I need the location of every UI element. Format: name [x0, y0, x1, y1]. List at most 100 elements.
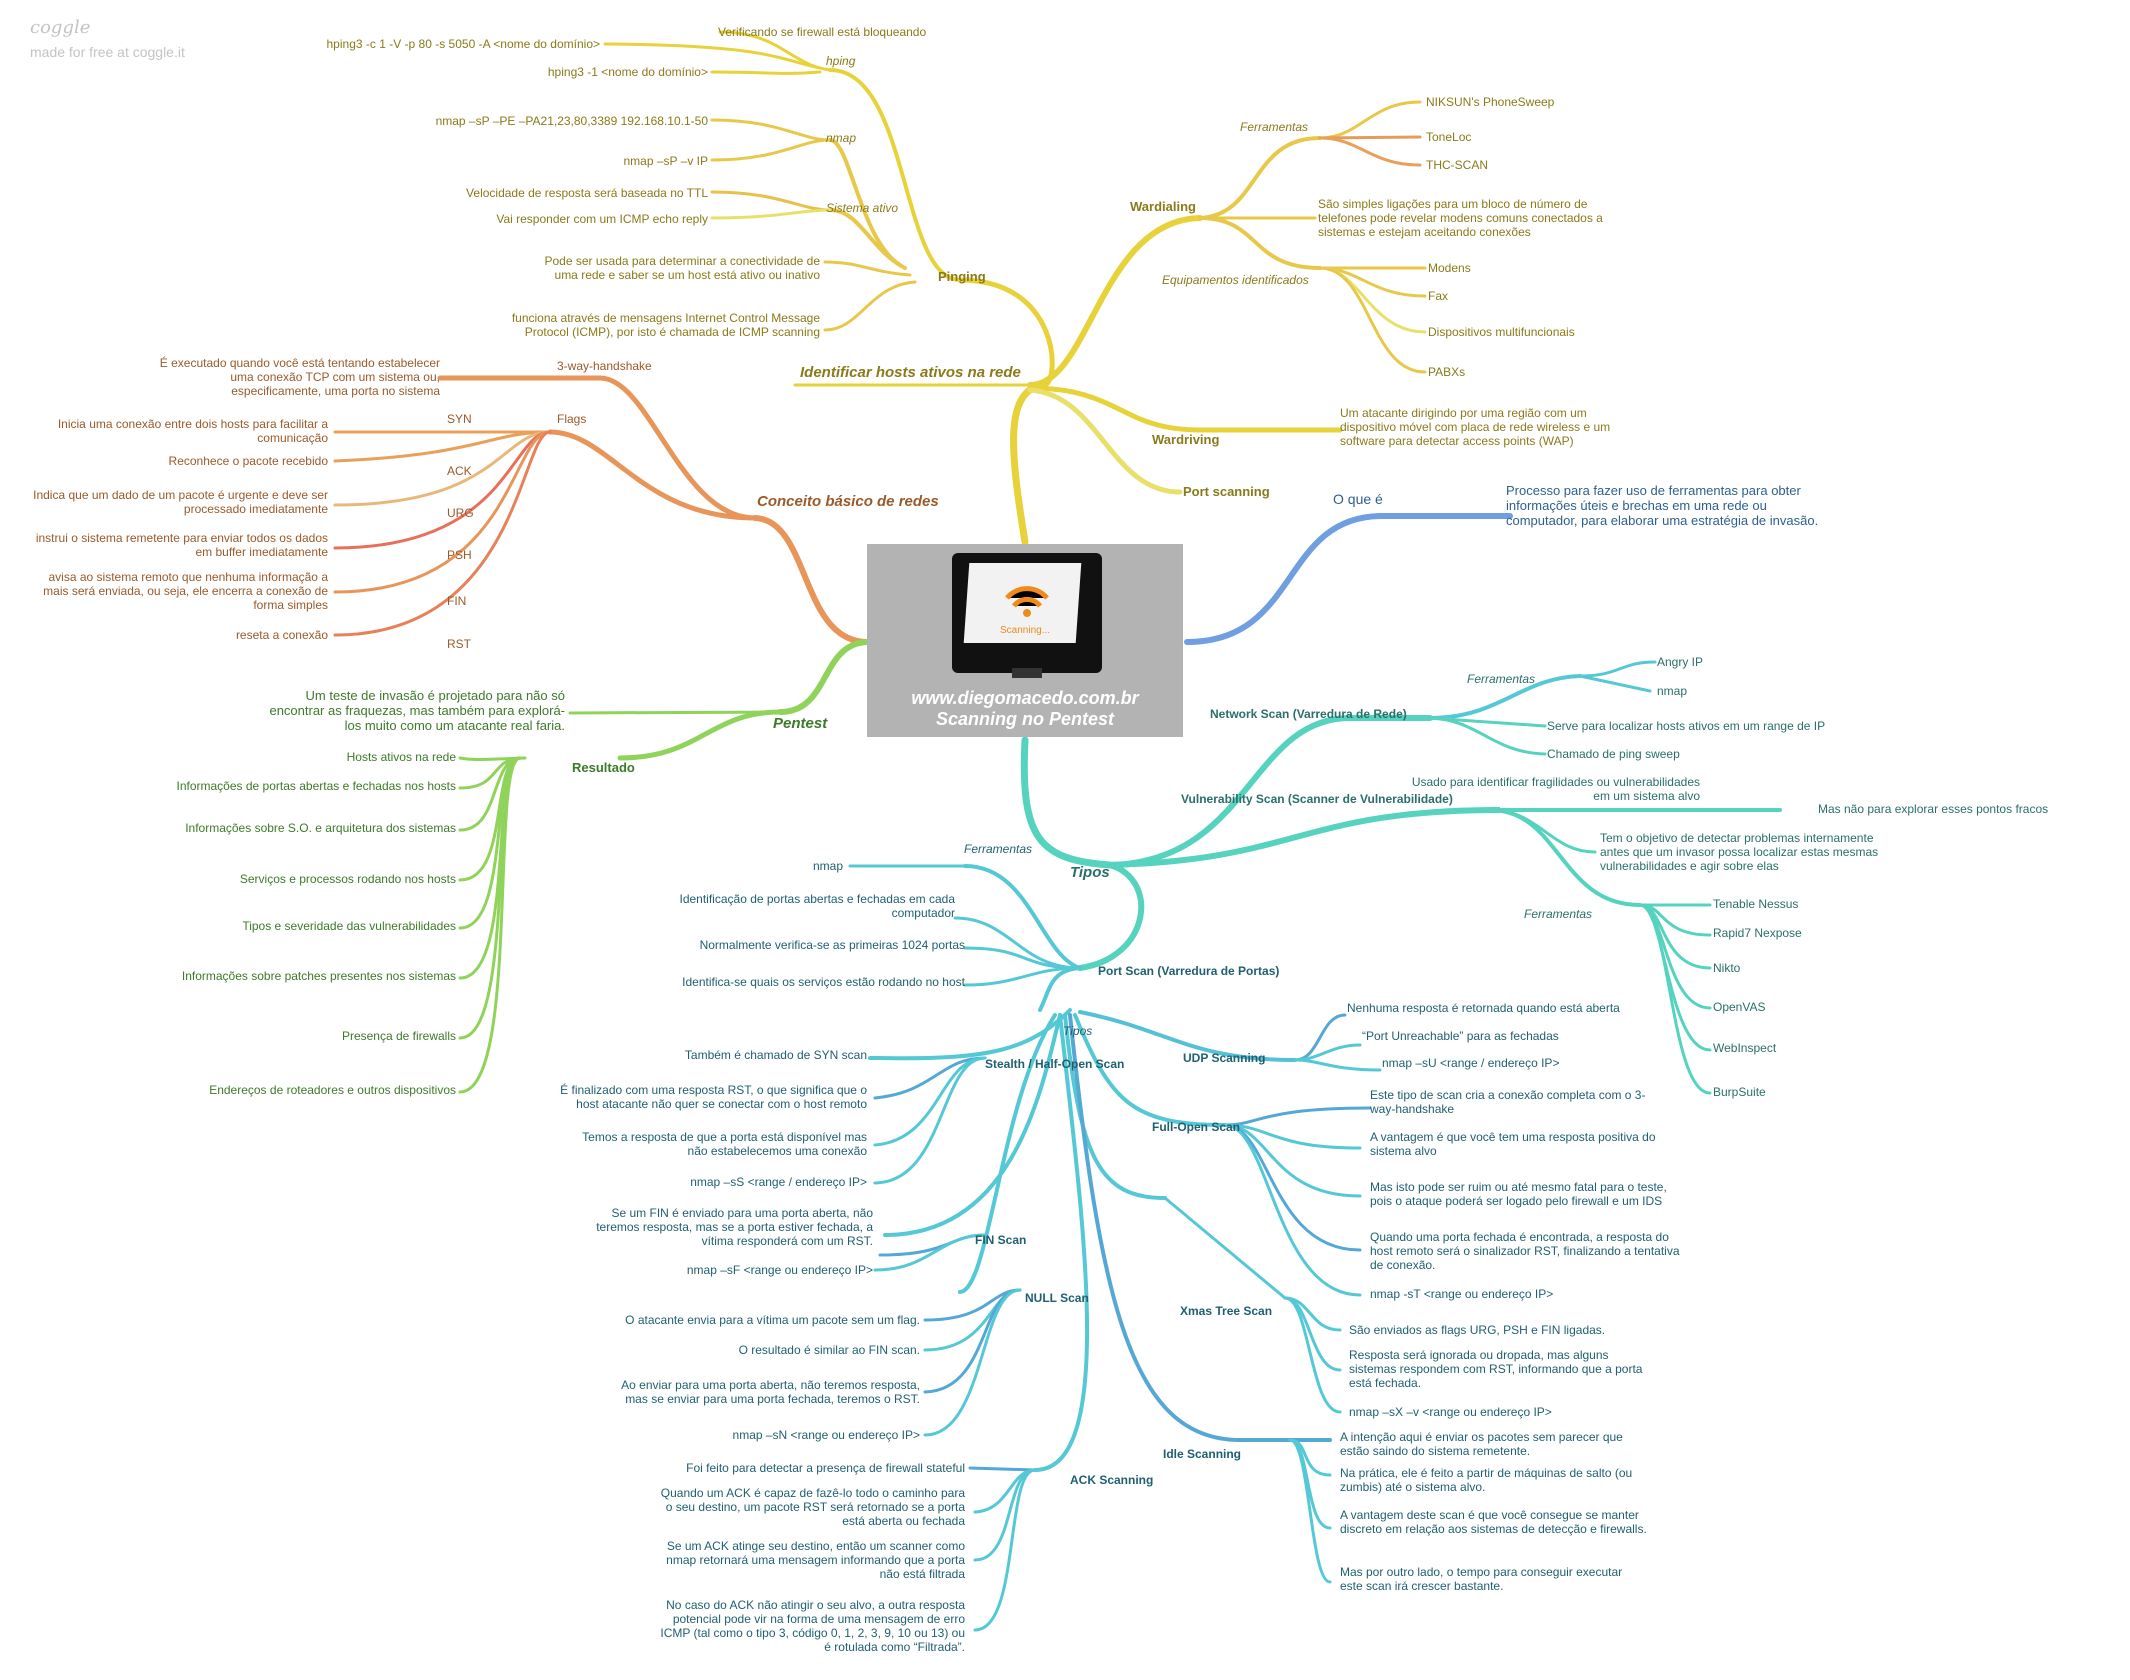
node-nmap-ping[interactable]: nmap: [826, 131, 857, 145]
branch-conceito[interactable]: Conceito básico de redes: [757, 493, 939, 510]
flag-desc: Indica que um dado de um pacote é urgent…: [33, 488, 328, 516]
node-sistema-ativo[interactable]: Sistema ativo: [826, 201, 899, 215]
port-item: Normalmente verifica-se as primeiras 102…: [699, 938, 965, 952]
nmap-ping-item: nmap –sP –v IP: [623, 154, 709, 168]
equipamento-item: Fax: [1428, 289, 1449, 303]
xmas-item: Resposta será ignorada ou dropada, mas a…: [1349, 1348, 1643, 1390]
node-port-scan[interactable]: Port Scan (Varredura de Portas): [1098, 964, 1280, 978]
vuln-tool: WebInspect: [1713, 1041, 1777, 1055]
resultado-item: Informações sobre patches presentes nos …: [181, 969, 456, 983]
brand-tagline: made for free at coggle.it: [30, 44, 185, 60]
node-ferramentas-vuln[interactable]: Ferramentas: [1524, 907, 1593, 921]
branch-identificar[interactable]: Identificar hosts ativos na rede: [800, 364, 1021, 381]
stealth-item: É finalizado com uma resposta RST, o que…: [560, 1083, 867, 1111]
node-equipamentos[interactable]: Equipamentos identificados: [1162, 273, 1309, 287]
xmas-item: nmap –sX –v <range ou endereço IP>: [1349, 1405, 1552, 1419]
fin-item: Se um FIN é enviado para uma porta abert…: [596, 1206, 873, 1248]
udp-item: nmap –sU <range / endereço IP>: [1382, 1056, 1560, 1070]
udp-item: “Port Unreachable” para as fechadas: [1362, 1029, 1559, 1043]
wardialing-tool: ToneLoc: [1426, 130, 1472, 144]
udp-item: Nenhuma resposta é retornada quando está…: [1347, 1001, 1620, 1015]
monitor-screen-text: Scanning...: [1000, 625, 1050, 636]
vuln-objetivo: Tem o objetivo de detectar problemas int…: [1600, 831, 1879, 873]
null-item: O atacante envia para a vítima um pacote…: [625, 1313, 920, 1327]
node-idle-scanning[interactable]: Idle Scanning: [1163, 1447, 1242, 1461]
node-resultado[interactable]: Resultado: [572, 760, 635, 775]
equipamento-item: PABXs: [1428, 365, 1466, 379]
node-stealth-scan[interactable]: Stealth / Half-Open Scan: [985, 1057, 1125, 1071]
flag-name[interactable]: FIN: [447, 594, 467, 608]
central-title: www.diegomacedo.com.br Scanning no Pente…: [867, 688, 1183, 730]
idle-item: Mas por outro lado, o tempo para consegu…: [1340, 1565, 1623, 1593]
ack-item: Quando um ACK é capaz de fazê-lo todo o …: [660, 1486, 965, 1528]
flag-name[interactable]: SYN: [447, 412, 472, 426]
node-wardialing[interactable]: Wardialing: [1130, 199, 1196, 214]
network-tool: nmap: [1657, 684, 1688, 698]
resultado-item: Tipos e severidade das vulnerabilidades: [242, 919, 456, 933]
flag-desc: instrui o sistema remetente para enviar …: [35, 531, 328, 559]
flag-desc: reseta a conexão: [235, 628, 328, 642]
ack-item: Foi feito para detectar a presença de fi…: [686, 1461, 965, 1475]
resultado-item: Presença de firewalls: [341, 1029, 456, 1043]
node-full-open-scan[interactable]: Full-Open Scan: [1152, 1120, 1241, 1134]
node-port-scanning[interactable]: Port scanning: [1183, 484, 1270, 499]
network-item: Serve para localizar hosts ativos em um …: [1547, 719, 1826, 733]
node-xmas-tree-scan[interactable]: Xmas Tree Scan: [1180, 1304, 1273, 1318]
vuln-usado: Usado para identificar fragilidades ou v…: [1411, 775, 1700, 803]
sistema-item: Vai responder com um ICMP echo reply: [496, 212, 708, 226]
pinging-note: funciona através de mensagens Internet C…: [511, 311, 820, 339]
node-null-scan[interactable]: NULL Scan: [1025, 1291, 1089, 1305]
wardialing-desc: São simples ligações para um bloco de nú…: [1318, 197, 1603, 239]
branch-pentest[interactable]: Pentest: [773, 715, 828, 732]
fin-item: nmap –sF <range ou endereço IP>: [686, 1263, 873, 1277]
stealth-item: Também é chamado de SYN scan: [684, 1048, 867, 1062]
wardriving-desc: Um atacante dirigindo por uma região com…: [1340, 406, 1611, 448]
flag-name[interactable]: RST: [447, 637, 471, 651]
node-tipos-port[interactable]: Tipos: [1063, 1024, 1093, 1038]
flag-name[interactable]: PSH: [447, 548, 472, 562]
network-item: Chamado de ping sweep: [1547, 747, 1680, 761]
full-item: Quando uma porta fechada é encontrada, a…: [1370, 1230, 1680, 1272]
null-item: nmap –sN <range ou endereço IP>: [732, 1428, 920, 1442]
branch-tipos[interactable]: Tipos: [1070, 864, 1110, 881]
flag-desc: Inicia uma conexão entre dois hosts para…: [57, 417, 328, 445]
central-subtitle: Scanning no Pentest: [935, 709, 1115, 729]
node-udp-scanning[interactable]: UDP Scanning: [1183, 1051, 1266, 1065]
null-item: O resultado é similar ao FIN scan.: [738, 1343, 920, 1357]
handshake-desc: É executado quando você está tentando es…: [159, 356, 440, 398]
resultado-item: Endereços de roteadores e outros disposi…: [209, 1083, 456, 1097]
node-network-scan[interactable]: Network Scan (Varredura de Rede): [1210, 707, 1407, 721]
port-item: Identifica-se quais os serviços estão ro…: [682, 975, 965, 989]
idle-item: A intenção aqui é enviar os pacotes sem …: [1340, 1430, 1623, 1458]
node-hping[interactable]: hping: [826, 54, 856, 68]
node-vulnerability-scan[interactable]: Vulnerability Scan (Scanner de Vulnerabi…: [1181, 792, 1453, 806]
node-ferramentas-network[interactable]: Ferramentas: [1467, 672, 1536, 686]
vuln-tool: Tenable Nessus: [1713, 897, 1799, 911]
node-o-que-e[interactable]: O que é: [1333, 491, 1383, 507]
full-item: A vantagem é que você tem uma resposta p…: [1370, 1130, 1656, 1158]
flag-name[interactable]: ACK: [447, 464, 472, 478]
o-que-e-desc: Processo para fazer uso de ferramentas p…: [1506, 483, 1819, 528]
flag-desc: avisa ao sistema remoto que nenhuma info…: [43, 570, 328, 612]
hping-item: hping3 -c 1 -V -p 80 -s 5050 -A <nome do…: [326, 37, 601, 51]
ack-item: No caso do ACK não atingir o seu alvo, a…: [660, 1598, 965, 1654]
idle-item: Na prática, ele é feito a partir de máqu…: [1340, 1466, 1633, 1494]
node-pinging[interactable]: Pinging: [938, 269, 986, 284]
node-ferramentas-port[interactable]: Ferramentas: [964, 842, 1033, 856]
node-fin-scan[interactable]: FIN Scan: [975, 1233, 1027, 1247]
hping-item: Verificando se firewall está bloqueando: [718, 25, 927, 39]
full-item: Mas isto pode ser ruim ou até mesmo fata…: [1370, 1180, 1667, 1208]
nmap-ping-item: nmap –sP –PE –PA21,23,80,3389 192.168.10…: [435, 114, 708, 128]
node-ack-scanning[interactable]: ACK Scanning: [1070, 1473, 1154, 1487]
node-flags[interactable]: Flags: [557, 412, 587, 426]
null-item: Ao enviar para uma porta aberta, não ter…: [621, 1378, 920, 1406]
node-handshake[interactable]: 3-way-handshake: [557, 359, 652, 373]
node-wardriving[interactable]: Wardriving: [1152, 432, 1220, 447]
wardialing-tool: NIKSUN's PhoneSweep: [1426, 95, 1555, 109]
node-ferramentas-wardialing[interactable]: Ferramentas: [1240, 120, 1309, 134]
port-tool: nmap: [813, 859, 844, 873]
equipamento-item: Dispositivos multifuncionais: [1428, 325, 1575, 339]
hping-item: hping3 -1 <nome do domínio>: [547, 65, 708, 79]
flag-name[interactable]: URG: [447, 506, 474, 520]
port-item: Identificação de portas abertas e fechad…: [679, 892, 955, 920]
